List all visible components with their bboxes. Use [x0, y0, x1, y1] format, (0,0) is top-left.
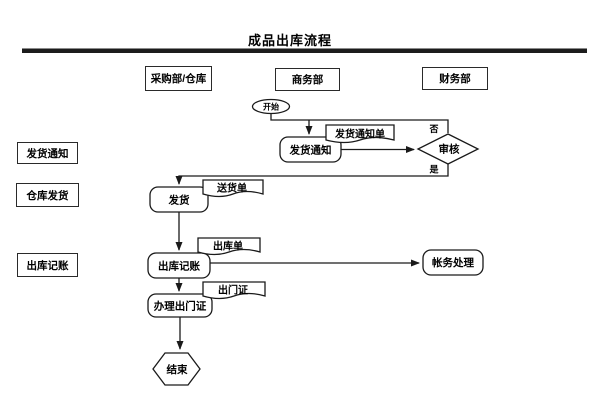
lane-header-label: 采购部/仓库 [150, 73, 207, 85]
page-title: 成品出库流程 [247, 33, 332, 48]
phase-label-outbound-posting: 出库记账 [17, 253, 78, 277]
document-exit-permit [202, 281, 266, 300]
document-outbound-order [197, 237, 261, 256]
process-ship-label: 发货 [168, 194, 190, 207]
title-divider [22, 48, 587, 53]
lane-header-label: 财务部 [439, 73, 471, 85]
process-shipping-notice-label: 发货通知 [289, 144, 332, 157]
process-exit-permit [147, 293, 213, 318]
connector-review-yes-to-ship [175, 164, 449, 185]
process-exit-permit-label: 办理出门证 [154, 300, 207, 313]
document-exit-permit-label: 出门证 [218, 284, 248, 297]
end-terminator [152, 352, 201, 386]
document-outbound-order-label: 出库单 [213, 240, 243, 253]
phase-label: 出库记账 [26, 259, 69, 272]
document-shipping-notice-order [325, 124, 395, 144]
phase-label: 仓库发货 [26, 189, 69, 202]
document-delivery-note [202, 179, 264, 198]
lane-header-business: 商务部 [275, 68, 340, 91]
document-shipping-notice-order-label: 发货通知单 [334, 128, 385, 141]
process-shipping-notice [279, 136, 342, 163]
decision-review [416, 133, 480, 165]
branch-no-label: 否 [428, 124, 438, 134]
lane-header-purchasing-warehouse: 采购部/仓库 [145, 66, 212, 91]
branch-yes-label: 是 [428, 165, 439, 175]
start-terminator [251, 98, 291, 115]
phase-label-warehouse-shipping: 仓库发货 [16, 183, 79, 207]
start-label: 开始 [263, 102, 279, 112]
phase-label: 发货通知 [26, 147, 69, 160]
phase-label-shipping-notice: 发货通知 [17, 142, 78, 164]
process-outbound-posting [147, 252, 211, 279]
end-label: 结束 [167, 363, 188, 376]
process-outbound-posting-label: 出库记账 [158, 260, 200, 273]
decision-review-label: 审核 [439, 143, 460, 156]
lane-header-label: 商务部 [291, 74, 324, 86]
process-ship [149, 186, 209, 213]
process-accounting [422, 249, 484, 276]
lane-header-finance: 财务部 [422, 67, 488, 90]
connector-reject-loop [270, 113, 449, 133]
document-delivery-note-label: 送货单 [216, 182, 247, 195]
process-accounting-label: 帐务处理 [432, 256, 474, 269]
